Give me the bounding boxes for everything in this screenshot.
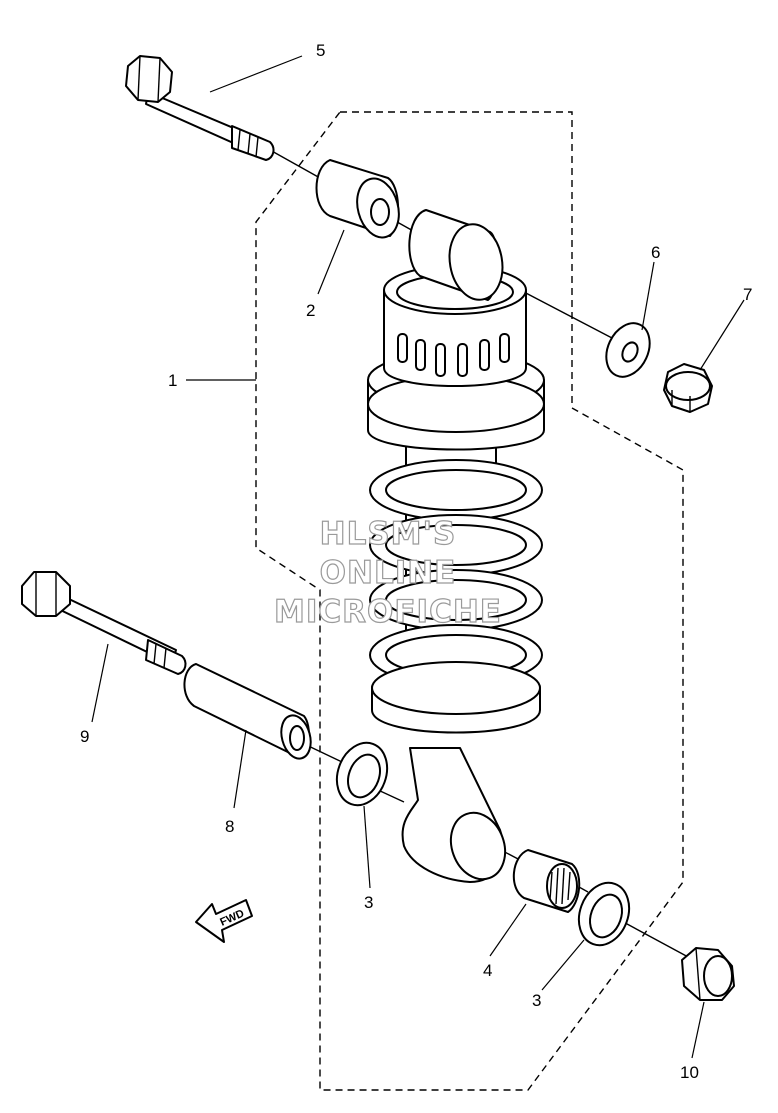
watermark-line-2: ONLINE bbox=[320, 555, 457, 591]
callout-7: 7 bbox=[743, 285, 752, 304]
callout-numbers: 5 2 1 6 7 9 8 3 4 3 10 bbox=[80, 41, 752, 1082]
fwd-arrow-icon bbox=[195, 899, 253, 943]
nut-part-10 bbox=[681, 947, 735, 1001]
callout-6: 6 bbox=[651, 243, 660, 262]
upper-bolt-part-5 bbox=[125, 55, 275, 161]
washer-part-6 bbox=[605, 322, 651, 378]
lower-bolt-part-9 bbox=[21, 571, 187, 675]
nut-part-7 bbox=[663, 363, 713, 413]
callout-4: 4 bbox=[483, 961, 492, 980]
callout-10: 10 bbox=[680, 1063, 699, 1082]
watermark: HLSM'S ONLINE MICROFICHE bbox=[273, 515, 502, 630]
oil-seal-part-3-right bbox=[577, 881, 631, 947]
callout-5: 5 bbox=[316, 41, 325, 60]
callout-2: 2 bbox=[306, 301, 315, 320]
callout-3-left: 3 bbox=[364, 893, 373, 912]
callout-1: 1 bbox=[168, 371, 177, 390]
watermark-line-3: MICROFICHE bbox=[274, 594, 502, 630]
watermark-line-1: HLSM'S bbox=[320, 516, 457, 552]
leader-lines bbox=[91, 55, 745, 1059]
callout-3-right: 3 bbox=[532, 991, 541, 1010]
assembly-boundary-dashed bbox=[255, 111, 684, 1091]
spacer-part-8 bbox=[183, 663, 312, 760]
bearing-part-4 bbox=[512, 849, 581, 913]
oil-seal-part-3-left bbox=[335, 741, 389, 807]
callout-8: 8 bbox=[225, 817, 234, 836]
fwd-direction-arrow: FWD bbox=[195, 899, 253, 943]
upper-collar-part-2 bbox=[315, 159, 400, 239]
shock-absorber-part-1 bbox=[367, 209, 545, 883]
callout-9: 9 bbox=[80, 727, 89, 746]
